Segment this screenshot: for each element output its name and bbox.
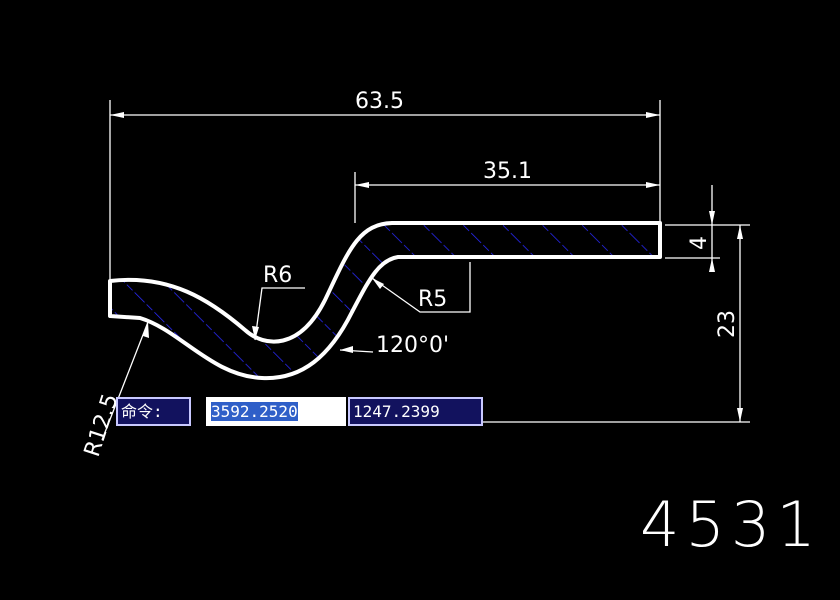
- dim-overall-width: 63.5: [355, 89, 404, 114]
- dim-height: 23: [715, 310, 740, 338]
- dim-thickness: 4: [687, 236, 712, 250]
- dim-radius-r6: R6: [263, 263, 292, 288]
- x-coordinate-input[interactable]: 3592.2520: [206, 397, 346, 426]
- dim-radius-r5: R5: [418, 287, 447, 312]
- dim-angle: 120°0': [376, 333, 449, 358]
- command-label: 命令:: [116, 397, 191, 426]
- y-coordinate-input[interactable]: 1247.2399: [348, 397, 483, 426]
- dim-flange-width: 35.1: [483, 159, 532, 184]
- x-coordinate-value: 3592.2520: [211, 402, 298, 421]
- bent-profile[interactable]: [108, 221, 662, 381]
- drawing-number: 4531: [640, 488, 822, 561]
